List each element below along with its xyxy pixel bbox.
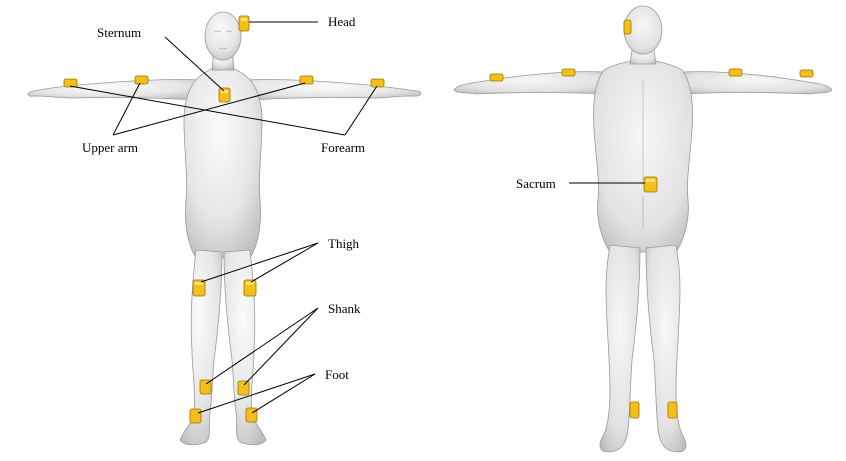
sensor-foot-right (246, 408, 257, 422)
label-sternum: Sternum (97, 25, 141, 40)
front-body-figure (28, 12, 421, 445)
leader-foot-left (198, 374, 315, 413)
label-forearm: Forearm (321, 140, 365, 155)
sensor-back-head (624, 20, 631, 34)
back-arm-left (454, 72, 604, 94)
label-foot: Foot (325, 367, 349, 382)
label-sacrum: Sacrum (516, 176, 556, 191)
sensor-back-shank-right (668, 402, 677, 418)
sensor-head (239, 16, 249, 31)
back-leg-right (646, 245, 686, 452)
sensor-foot-left (190, 409, 201, 423)
front-arm-right (246, 79, 421, 100)
sensor-upper-arm-left (135, 76, 148, 84)
sensor-sternum (219, 88, 230, 102)
label-thigh: Thigh (328, 236, 360, 251)
front-head (205, 12, 241, 60)
sensor-back-forearm-right (800, 70, 813, 77)
sensor-back-upper-arm-right (729, 69, 742, 76)
sensor-thigh-right (244, 280, 256, 296)
front-arms (28, 79, 200, 100)
sensor-shank-right (238, 381, 249, 395)
back-body-figure (454, 6, 832, 452)
label-head: Head (328, 14, 356, 29)
sensor-back-shank-left (630, 402, 639, 418)
sensor-thigh-left (193, 280, 205, 296)
sensor-forearm-right (371, 79, 384, 87)
labels: Head Sternum Upper arm Forearm Thigh Sha… (82, 14, 556, 382)
back-leg-left (600, 245, 640, 452)
leader-shank-left (206, 308, 318, 384)
label-upper-arm: Upper arm (82, 140, 138, 155)
sensor-back-forearm-left (490, 74, 503, 81)
label-shank: Shank (328, 301, 361, 316)
sensor-upper-arm-right (300, 76, 313, 84)
leader-foot-right (252, 374, 315, 413)
sensor-sacrum (644, 177, 657, 192)
sensor-back-upper-arm-left (562, 69, 575, 76)
